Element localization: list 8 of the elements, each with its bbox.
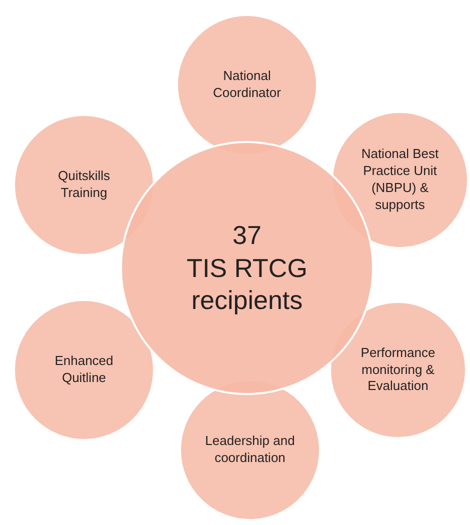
circle-label: National Best Practice Unit (NBPU) & supports bbox=[360, 146, 440, 214]
circle-label: National Coordinator bbox=[212, 68, 282, 102]
circle-label: Leadership and coordination bbox=[204, 433, 296, 467]
circle-label: 37 bbox=[232, 219, 262, 252]
circle-label: Quitskills Training bbox=[56, 168, 111, 202]
circle-label: TIS RTCG recipients bbox=[186, 252, 308, 317]
circle-label: Enhanced Quitline bbox=[54, 353, 114, 387]
circle-label: Performance monitoring & Evaluation bbox=[360, 344, 436, 396]
